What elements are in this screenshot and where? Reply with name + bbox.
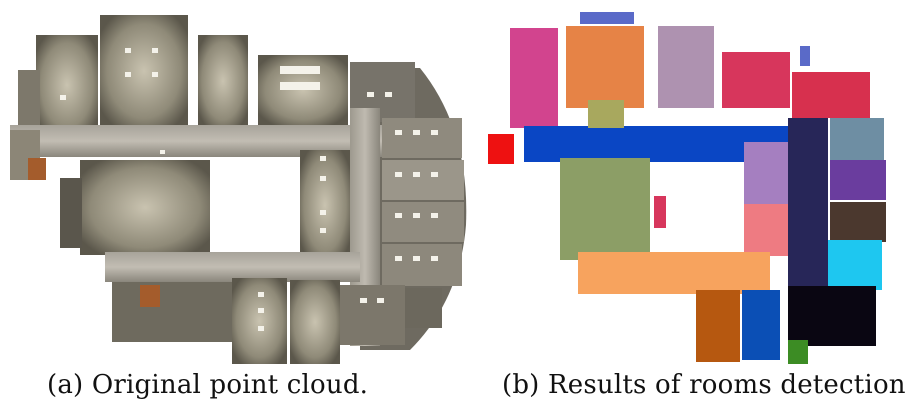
detected-room-marker	[654, 196, 666, 228]
caption-rooms-detection: (b) Results of rooms detection.	[502, 370, 906, 400]
detected-room-15	[828, 240, 882, 290]
detected-room-22	[580, 12, 634, 24]
detected-room-2	[566, 26, 644, 108]
detected-room-7	[588, 100, 624, 128]
detected-room-20	[788, 286, 876, 346]
detected-room-10	[744, 142, 788, 204]
detected-room-14	[830, 202, 886, 242]
original-point-cloud-panel	[0, 0, 470, 372]
detected-room-21	[788, 340, 808, 364]
caption-original-point-cloud: (a) Original point cloud.	[47, 370, 369, 400]
detected-room-17	[578, 252, 770, 294]
detected-room-23	[800, 46, 810, 66]
detected-room-18	[696, 290, 740, 362]
detected-room-1	[510, 28, 558, 128]
rooms-detection-image	[488, 12, 886, 364]
detected-room-5	[792, 72, 870, 118]
detected-room-3	[658, 26, 714, 108]
detected-room-19	[742, 290, 780, 360]
original-point-cloud-image	[10, 15, 467, 364]
detected-room-12	[830, 118, 884, 162]
detected-room-8	[488, 134, 514, 164]
detected-room-13	[830, 160, 886, 200]
detected-room-4	[722, 52, 790, 108]
rooms-detection-panel	[482, 0, 906, 372]
detected-room-9	[560, 158, 650, 260]
detected-room-11	[744, 204, 788, 256]
